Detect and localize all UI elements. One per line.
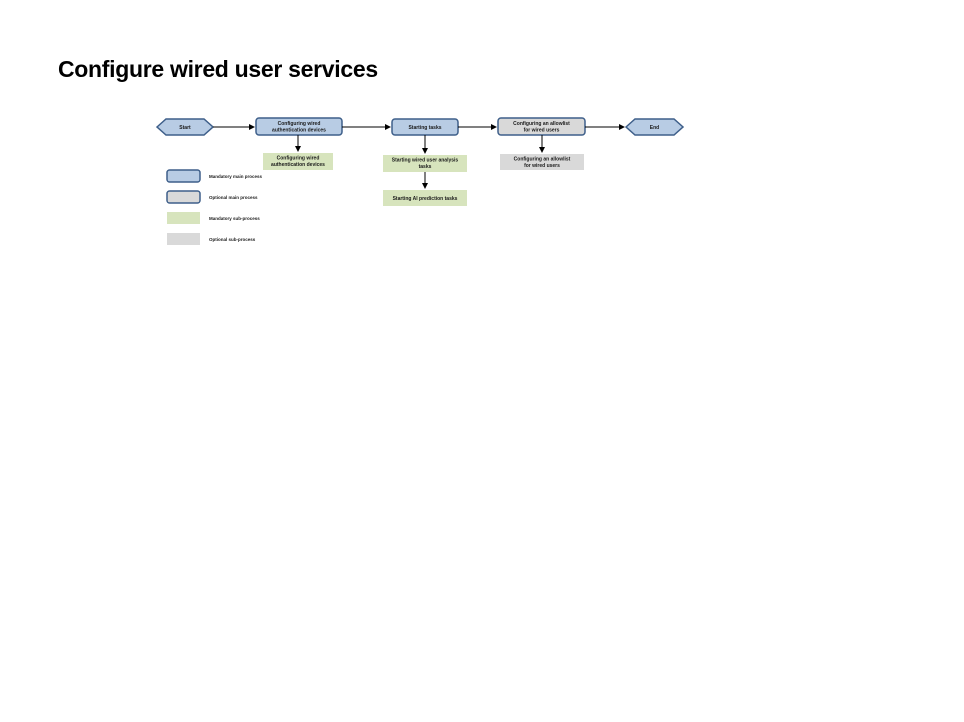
sub-step-configuring-allowlist[interactable]: Configuring an allowlist for wired users: [500, 154, 584, 170]
legend-swatch: [166, 190, 201, 204]
main-step-configuring-wired-auth-devices[interactable]: Configuring wired authentication devices: [255, 117, 343, 136]
sub-step-label: Starting wired user analysis: [392, 158, 459, 164]
legend-label: Optional sub-process: [209, 237, 256, 242]
main-step-label: for wired users: [524, 128, 560, 134]
legend-item-optional-sub: Optional sub-process: [167, 233, 256, 245]
legend-swatch: [166, 169, 201, 183]
legend-label: Mandatory main process: [209, 174, 263, 179]
sub-step-label: Configuring wired: [277, 156, 320, 162]
end-terminal: End: [624, 118, 685, 136]
main-step-label: Starting tasks: [408, 125, 441, 131]
main-step-label: Configuring an allowlist: [513, 121, 570, 127]
start-label: Start: [179, 125, 191, 131]
sub-step-label: authentication devices: [271, 162, 325, 168]
legend-item-mandatory-main: Mandatory main process: [166, 169, 263, 183]
sub-step-label: Configuring an allowlist: [514, 157, 571, 163]
sub-step-label: tasks: [419, 164, 432, 170]
legend-item-mandatory-sub: Mandatory sub-process: [167, 212, 260, 224]
legend-label: Optional main process: [209, 195, 258, 200]
start-terminal: Start: [155, 118, 215, 136]
sub-step-starting-wired-user-analysis[interactable]: Starting wired user analysis tasks: [383, 155, 467, 172]
main-step-label: Configuring wired: [278, 121, 321, 127]
page-title: Configure wired user services: [58, 56, 378, 82]
sub-step-label: Starting AI prediction tasks: [393, 196, 458, 202]
main-step-label: authentication devices: [272, 128, 326, 134]
legend-label: Mandatory sub-process: [209, 216, 260, 221]
main-step-starting-tasks[interactable]: Starting tasks: [391, 118, 459, 136]
legend: Mandatory main process Optional main pro…: [166, 169, 263, 245]
legend-item-optional-main: Optional main process: [166, 190, 258, 204]
end-label: End: [650, 125, 659, 131]
sub-step-starting-ai-prediction[interactable]: Starting AI prediction tasks: [383, 190, 467, 206]
legend-swatch: [167, 233, 200, 245]
sub-step-configuring-wired-auth-devices[interactable]: Configuring wired authentication devices: [263, 153, 333, 170]
legend-swatch: [167, 212, 200, 224]
main-step-configuring-allowlist[interactable]: Configuring an allowlist for wired users: [497, 117, 586, 136]
sub-step-label: for wired users: [524, 163, 560, 169]
